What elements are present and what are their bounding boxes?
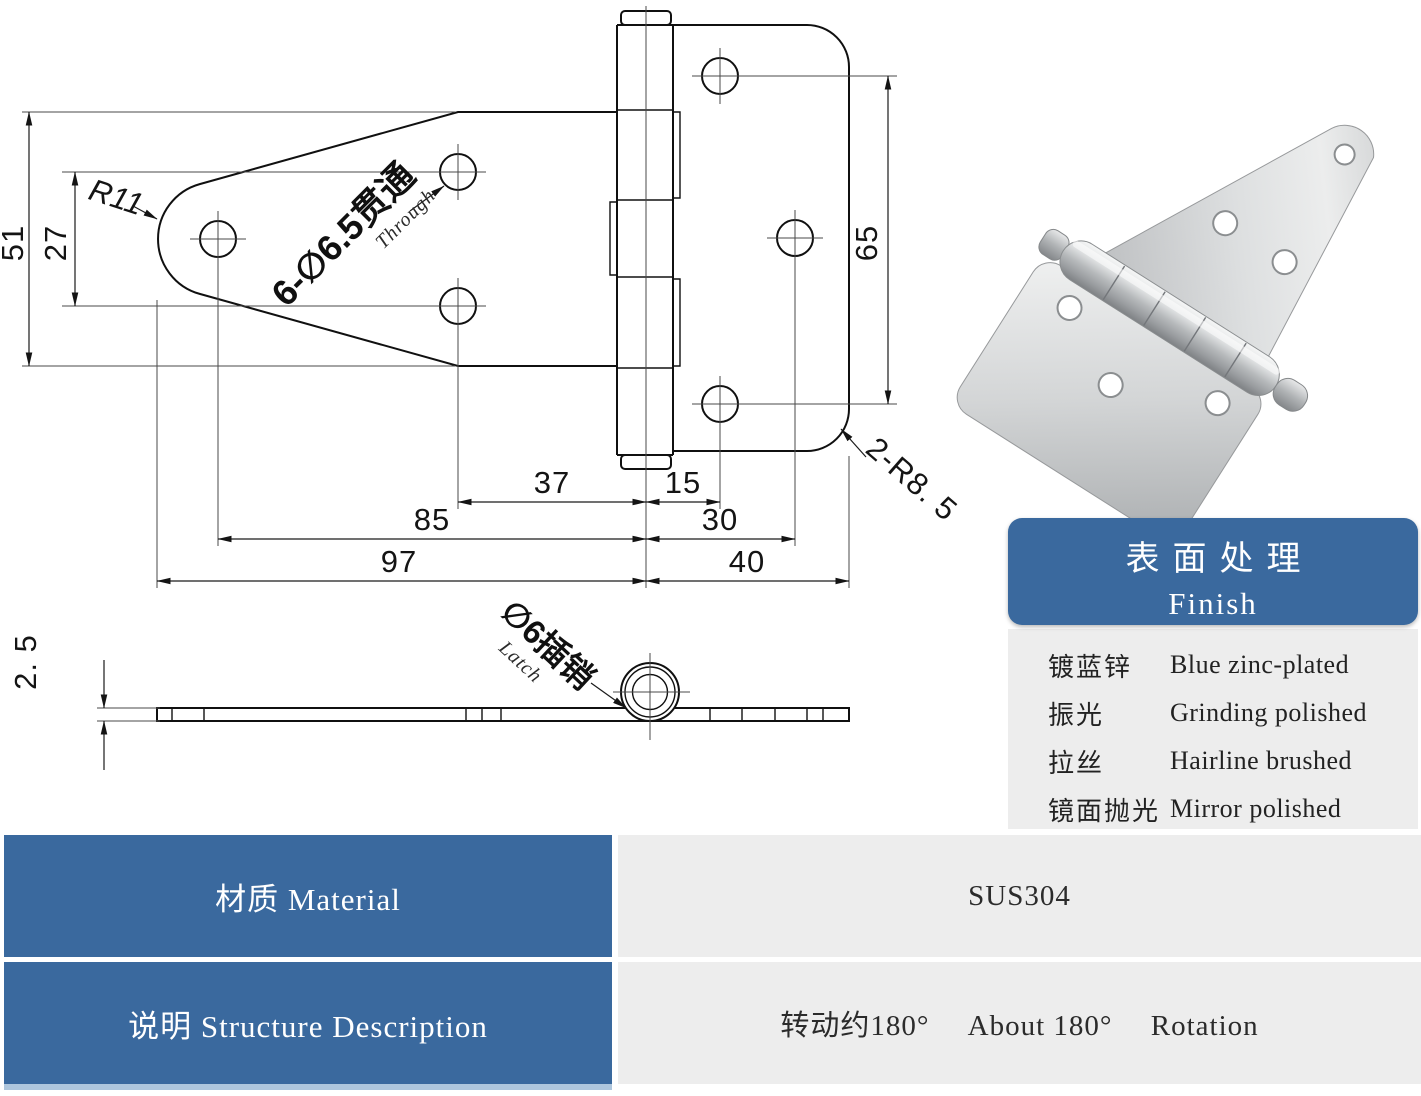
finish-option-cn: 拉丝 bbox=[1048, 748, 1105, 778]
dim-15-label: 15 bbox=[665, 465, 701, 500]
mounting-holes bbox=[190, 48, 823, 432]
finish-option-en: Blue zinc-plated bbox=[1170, 650, 1350, 679]
finish-title-en: Finish bbox=[1168, 586, 1258, 621]
table-bottom-strip bbox=[4, 1084, 612, 1090]
finish-option-en: Mirror polished bbox=[1170, 794, 1342, 823]
latch-callout: ∅6插销 Latch bbox=[494, 593, 602, 697]
dim-27-label: 27 bbox=[38, 225, 73, 261]
spec-description-label-text: 说明 Structure Description bbox=[128, 1008, 488, 1044]
finish-option-cn: 镀蓝锌 bbox=[1048, 652, 1133, 682]
spec-description-value-text: 转动约180° About 180° Rotation bbox=[780, 1010, 1259, 1042]
finish-option-cn: 镜面抛光 bbox=[1048, 796, 1161, 826]
dim-40-label: 40 bbox=[729, 544, 765, 579]
corner-radius-label: 2-R8. 5 bbox=[859, 430, 964, 528]
finish-option-en: Hairline brushed bbox=[1170, 746, 1353, 775]
finish-options-list: 镀蓝锌 Blue zinc-plated 振光 Grinding polishe… bbox=[1008, 629, 1418, 829]
dim-97-label: 97 bbox=[381, 544, 417, 579]
finish-option-en: Grinding polished bbox=[1170, 698, 1367, 727]
spec-material-label-text: 材质 Material bbox=[215, 881, 401, 917]
spec-material-value-text: SUS304 bbox=[968, 879, 1071, 912]
spec-description-value: 转动约180° About 180° Rotation bbox=[618, 962, 1421, 1084]
finish-row: 拉丝 Hairline brushed bbox=[1048, 737, 1418, 785]
finish-title-cn: 表面处理 bbox=[1125, 541, 1314, 578]
dim-30-label: 30 bbox=[702, 502, 738, 537]
dim-85-label: 85 bbox=[414, 502, 450, 537]
finish-row: 镀蓝锌 Blue zinc-plated bbox=[1048, 641, 1418, 689]
product-photo bbox=[956, 124, 1375, 520]
dim-51-label: 51 bbox=[0, 225, 30, 261]
front-view: 51 27 65 37 15 85 30 97 40 R11 2-R8. 5 6… bbox=[0, 6, 964, 588]
dim-37-label: 37 bbox=[534, 465, 570, 500]
radius-r11-label: R11 bbox=[85, 172, 148, 222]
side-view: 2. 5 ∅6插销 Latch bbox=[8, 593, 850, 770]
thickness-label: 2. 5 bbox=[8, 634, 43, 690]
holes-callout: 6-∅6.5贯通 Through bbox=[263, 154, 440, 314]
finish-row: 镜面抛光 Mirror polished bbox=[1048, 785, 1418, 833]
finish-row: 振光 Grinding polished bbox=[1048, 689, 1418, 737]
finish-option-cn: 振光 bbox=[1048, 700, 1105, 730]
spec-description-label: 说明 Structure Description bbox=[4, 962, 612, 1084]
spec-material-label: 材质 Material bbox=[4, 835, 612, 957]
dim-65-label: 65 bbox=[849, 225, 884, 261]
spec-material-value: SUS304 bbox=[618, 835, 1421, 957]
finish-header: 表面处理 Finish bbox=[1008, 518, 1418, 625]
finish-panel: 表面处理 Finish 镀蓝锌 Blue zinc-plated 振光 Grin… bbox=[1008, 518, 1418, 829]
